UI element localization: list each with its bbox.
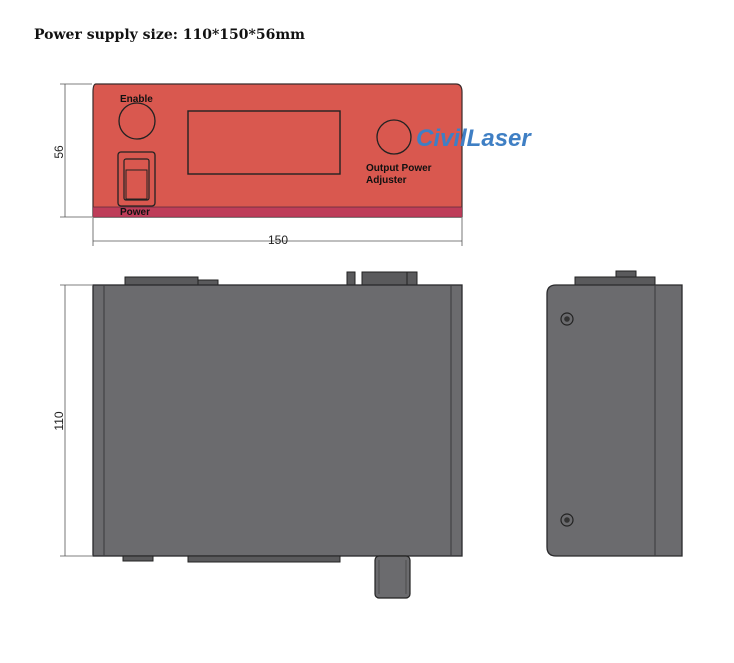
rear-post xyxy=(346,271,356,287)
side-view xyxy=(546,270,683,557)
front-view: 56 Enable Power Output Power Adjuster 15… xyxy=(52,83,463,247)
adjuster-knob-top xyxy=(374,555,411,599)
display-protrusion xyxy=(187,555,341,563)
height-dimension-label: 56 xyxy=(52,145,66,159)
panel-base-strip xyxy=(93,207,462,217)
side-view-body xyxy=(546,284,683,557)
adjuster-label-line2: Adjuster xyxy=(366,175,407,186)
display-window xyxy=(187,110,341,175)
page-title: Power supply size: 110*150*56mm xyxy=(34,27,305,43)
depth-dimension-label: 110 xyxy=(52,411,66,430)
power-label: Power xyxy=(120,207,150,218)
power-switch xyxy=(117,151,156,207)
top-view: 110 xyxy=(52,271,463,599)
rear-connector-right xyxy=(361,271,415,287)
enable-knob xyxy=(118,102,156,140)
output-power-adjuster-knob xyxy=(376,119,412,155)
width-dimension-label: 150 xyxy=(268,233,288,247)
enable-label: Enable xyxy=(120,94,153,105)
top-view-body xyxy=(92,284,463,557)
adjuster-label-line1: Output Power xyxy=(366,163,432,174)
brand-logo: CivilLaser xyxy=(416,125,532,152)
